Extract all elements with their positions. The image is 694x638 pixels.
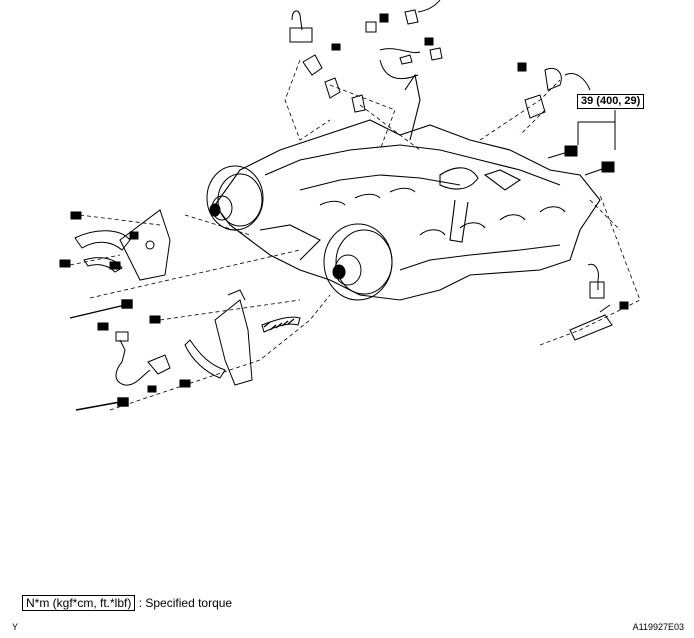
torque-callout: 39 (400, 29) (577, 94, 645, 109)
corrugated-hose (263, 318, 295, 331)
long-bolts (69, 299, 133, 411)
top-sensors (289, 0, 443, 113)
front-camshaft-pulley (323, 223, 393, 301)
torque-spec-bolts (547, 110, 616, 176)
corner-mark: Y (12, 622, 19, 632)
legend-description: : Specified torque (138, 596, 233, 610)
legend-unit-box: N*m (kgf*cm, ft.*lbf) (22, 595, 136, 611)
legend: N*m (kgf*cm, ft.*lbf) : Specified torque (22, 595, 233, 611)
bolts-left (59, 211, 191, 393)
engine-block (214, 73, 601, 301)
rear-camshaft-pulley (206, 165, 264, 231)
timing-belt-cover-upper (74, 209, 171, 281)
knock-sensor-right (569, 263, 629, 341)
right-sensors (517, 62, 591, 119)
figure-code: A119927E03 (632, 622, 684, 632)
timing-belt-cover-lower (184, 289, 301, 386)
crank-sensor-harness (115, 331, 171, 386)
